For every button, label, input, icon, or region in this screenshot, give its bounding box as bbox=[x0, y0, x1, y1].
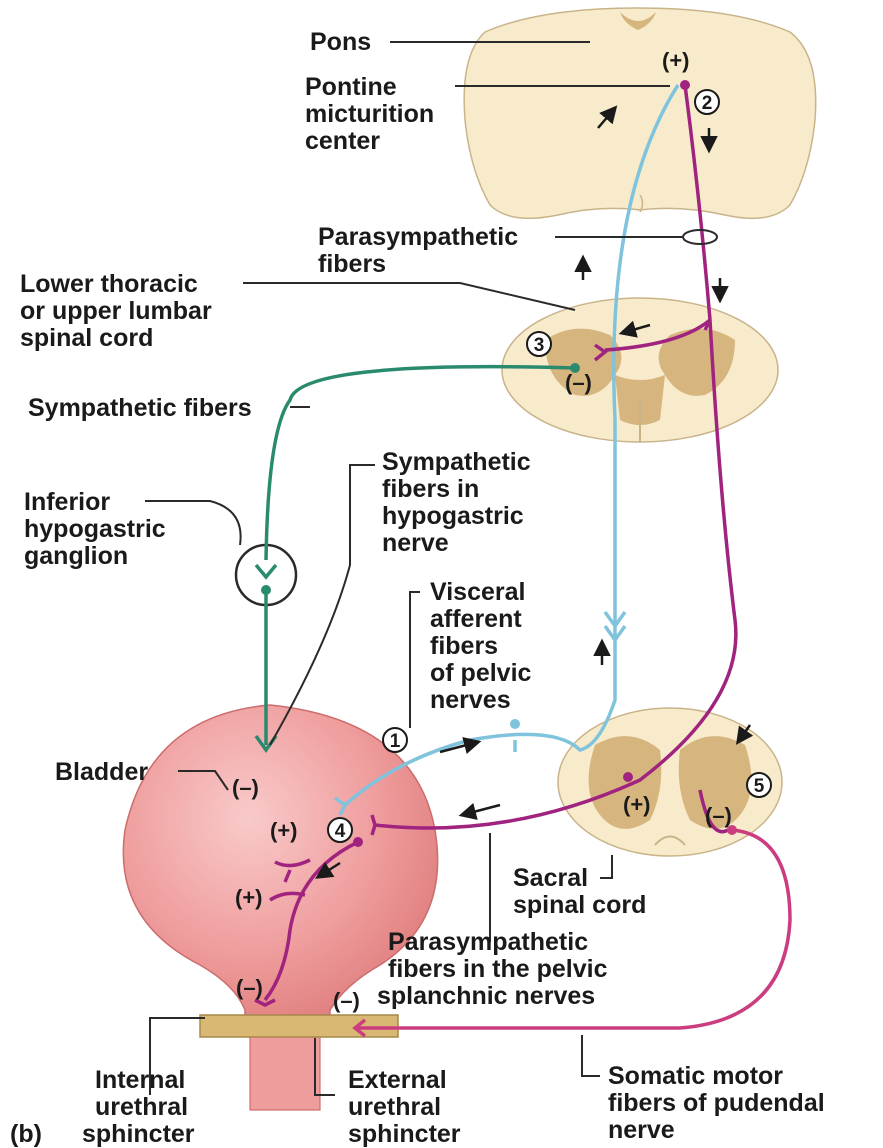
label-symp-hypo-4: nerve bbox=[382, 529, 449, 557]
label-somatic-2: fibers of pudendal bbox=[608, 1089, 825, 1117]
sacral-leader bbox=[600, 855, 612, 878]
label-ganglion-2: hypogastric bbox=[24, 515, 166, 543]
bladder-minus-sign: (–) bbox=[232, 775, 259, 800]
bladder bbox=[123, 705, 437, 1110]
label-pons: Pons bbox=[310, 28, 371, 56]
label-pelvic-2: fibers in the pelvic bbox=[388, 955, 608, 983]
label-pelvic-3: splanchnic nerves bbox=[377, 982, 595, 1010]
label-thoracic-3: spinal cord bbox=[20, 324, 153, 352]
label-pontine-3: center bbox=[305, 127, 380, 155]
sacral-minus-sign: (–) bbox=[705, 803, 732, 828]
label-symp-hypo-2: fibers in bbox=[382, 475, 479, 503]
label-sacral-1: Sacral bbox=[513, 864, 588, 892]
hypogastric-leader bbox=[270, 465, 375, 745]
label-ganglion-3: ganglion bbox=[24, 542, 128, 570]
label-parasympathetic-2: fibers bbox=[318, 250, 386, 278]
label-afferent-2: afferent bbox=[430, 605, 522, 633]
label-sympathetic-fibers: Sympathetic fibers bbox=[28, 394, 252, 422]
external-sphincter-band bbox=[200, 1015, 398, 1037]
step-5-number: 5 bbox=[754, 776, 765, 797]
label-symp-hypo-3: hypogastric bbox=[382, 502, 524, 530]
step-2-number: 2 bbox=[702, 93, 713, 114]
step-4-number: 4 bbox=[335, 821, 346, 842]
label-external-1: External bbox=[348, 1066, 447, 1094]
label-somatic-3: nerve bbox=[608, 1116, 675, 1144]
label-parasympathetic-1: Parasympathetic bbox=[318, 223, 518, 251]
label-external-3: sphincter bbox=[348, 1120, 461, 1148]
label-sacral-2: spinal cord bbox=[513, 891, 646, 919]
afferent-leader bbox=[410, 592, 420, 728]
sympathetic-pathway bbox=[256, 367, 575, 750]
label-thoracic-1: Lower thoracic bbox=[20, 270, 198, 298]
label-afferent-4: of pelvic bbox=[430, 659, 532, 687]
label-bladder: Bladder bbox=[55, 758, 148, 786]
label-thoracic-2: or upper lumbar bbox=[20, 297, 212, 325]
thoracic-minus-sign: (–) bbox=[565, 370, 592, 395]
step-1-number: 1 bbox=[390, 731, 401, 752]
label-internal-1: Internal bbox=[95, 1066, 185, 1094]
pons-section bbox=[464, 8, 816, 218]
sacral-plus-sign: (+) bbox=[623, 792, 651, 817]
label-somatic-1: Somatic motor bbox=[608, 1062, 783, 1090]
label-internal-2: urethral bbox=[95, 1093, 188, 1121]
somatic-leader bbox=[582, 1035, 600, 1076]
label-afferent-5: nerves bbox=[430, 686, 511, 714]
thoracic-leader bbox=[243, 283, 575, 310]
label-ganglion-1: Inferior bbox=[24, 488, 110, 516]
panel-label: (b) bbox=[10, 1120, 42, 1148]
step-3-number: 3 bbox=[534, 335, 545, 356]
afferent-cell-body bbox=[510, 719, 520, 729]
label-internal-3: sphincter bbox=[82, 1120, 195, 1148]
bladder-plus-lower-sign: (+) bbox=[235, 885, 263, 910]
external-minus-sign: (–) bbox=[333, 988, 360, 1013]
label-external-2: urethral bbox=[348, 1093, 441, 1121]
label-afferent-1: Visceral bbox=[430, 578, 525, 606]
bladder-plus-upper-sign: (+) bbox=[270, 818, 298, 843]
label-pontine-2: micturition bbox=[305, 100, 434, 128]
label-pontine-1: Pontine bbox=[305, 73, 397, 101]
bladder-minus-lower-sign: (–) bbox=[236, 975, 263, 1000]
label-symp-hypo-1: Sympathetic bbox=[382, 448, 531, 476]
label-pelvic-1: Parasympathetic bbox=[388, 928, 588, 956]
parasympathetic-ring bbox=[683, 230, 717, 244]
thoracic-cord-section bbox=[502, 298, 778, 442]
pons-plus-sign: (+) bbox=[662, 48, 690, 73]
label-afferent-3: fibers bbox=[430, 632, 498, 660]
